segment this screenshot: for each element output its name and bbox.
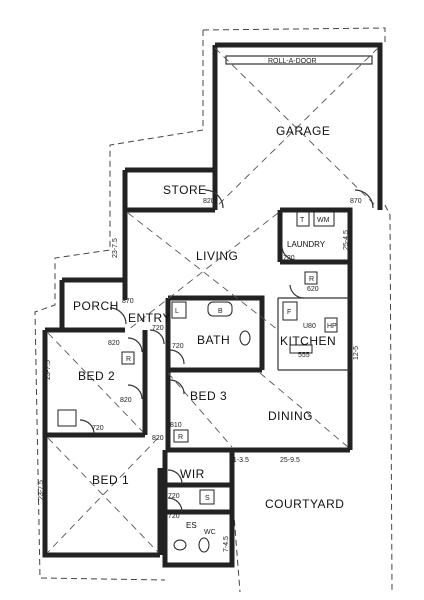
bed3-door-swing <box>169 379 185 395</box>
roll-door-strip <box>225 55 373 65</box>
room-label-kitchen: KITCHEN <box>280 334 336 348</box>
door-label-wir: 720 <box>168 493 180 500</box>
label-t: T <box>300 217 305 224</box>
room-label-store: STORE <box>163 183 207 197</box>
label-hp: HP <box>327 323 337 330</box>
label-s: S <box>205 495 210 502</box>
label-pantry-r: R <box>309 276 314 283</box>
door-label-bath: 720 <box>172 343 184 350</box>
door-label-bed2-top: 820 <box>108 340 120 347</box>
dim-label-d5: 23-7.5 <box>38 480 45 500</box>
label-555: 555 <box>298 352 310 359</box>
label-f: F <box>287 309 291 316</box>
label-l: L <box>175 308 179 315</box>
dim-label-d4: 23-7.5 <box>45 360 52 380</box>
hotplate-icon <box>324 317 338 333</box>
laundry-tub-icon <box>296 211 310 227</box>
room-label-ensuite: ES <box>186 521 197 530</box>
laundry-door-swing <box>281 244 297 261</box>
room-labels: GARAGE STORE LIVING LAUNDRY PORCH ENTRY … <box>73 124 344 530</box>
label-bed2-r: R <box>126 356 131 363</box>
room-label-bed2: BED 2 <box>78 369 115 383</box>
toilet-icon <box>239 330 251 346</box>
bed2-robe-icon <box>121 351 135 365</box>
door-swings <box>79 189 374 513</box>
kitchen-door-swing <box>289 284 305 299</box>
room-label-laundry: LAUNDRY <box>287 240 326 249</box>
bed2-top-door-swing <box>127 337 143 353</box>
room-label-bed3: BED 3 <box>190 389 227 403</box>
label-wc: WC <box>204 529 216 536</box>
room-label-wir: WIR <box>180 467 205 481</box>
shower-icon <box>199 489 215 505</box>
door-label-bed2-bottom: 820 <box>120 397 132 404</box>
door-label-ensuite: 720 <box>168 513 180 520</box>
linen-cupboard-icon <box>171 301 187 319</box>
dim-label-d1: 23-7.5 <box>112 238 119 258</box>
store-door-swing <box>204 189 224 209</box>
ensuite-toilet-icon <box>198 537 210 553</box>
diagonal-marks <box>47 47 379 553</box>
label-roll-door: ROLL-A-DOOR <box>268 58 317 65</box>
ensuite-basin-icon <box>173 539 187 551</box>
sink-icon <box>289 344 313 354</box>
boundary-lines <box>34 27 393 593</box>
door-label-store: 820 <box>203 198 215 205</box>
dim-label-d6: 21-3.5 <box>229 457 249 464</box>
label-wm: WM <box>317 217 330 224</box>
dim-label-d2: 25-4.5 <box>343 230 350 250</box>
bathtub-icon <box>207 301 233 317</box>
bath-door-swing <box>169 349 185 365</box>
door-width-labels: 820 870 720 620 870 720 820 820 720 810 … <box>92 198 362 520</box>
dim-label-d7: 25-9.5 <box>280 457 300 464</box>
bed2-bottom-door-swing <box>127 384 143 400</box>
bed1-robe-door-swing <box>79 419 95 435</box>
door-label-entry: 720 <box>152 325 164 332</box>
ensuite-door-swing <box>167 497 183 513</box>
label-b: B <box>218 308 223 315</box>
door-label-bed3: 810 <box>170 422 182 429</box>
fixture-labels: ROLL-A-DOOR T WM B F R R R S WC L HP U80… <box>126 58 337 536</box>
room-label-entry: ENTRY <box>128 311 171 325</box>
room-label-porch: PORCH <box>73 299 119 313</box>
room-label-courtyard: COURTYARD <box>265 497 344 511</box>
label-bed3-r: R <box>178 434 183 441</box>
dim-label-d3: 12-5 <box>353 346 360 360</box>
door-label-bed3-lower: 820 <box>152 435 164 442</box>
dim-label-d8: 7-4.5 <box>223 536 230 552</box>
room-label-bed1: BED 1 <box>92 473 129 487</box>
door-label-porch: 870 <box>122 298 134 305</box>
door-label-kitchen: 620 <box>307 286 319 293</box>
garage-side-door-swing <box>354 189 374 209</box>
door-label-garage-side: 870 <box>350 198 362 205</box>
fixtures <box>57 55 373 553</box>
bed3-robe-icon <box>173 429 189 443</box>
room-label-living: LIVING <box>196 249 238 263</box>
walls <box>42 42 383 568</box>
room-label-garage: GARAGE <box>276 124 330 138</box>
pantry-icon <box>304 271 318 285</box>
room-label-dining: DINING <box>268 409 313 423</box>
label-u80: U80 <box>303 323 316 330</box>
entry-door-swing <box>149 329 165 345</box>
door-label-laundry: 720 <box>283 255 295 262</box>
bed1-basin-icon <box>57 409 77 427</box>
fridge-icon <box>282 301 298 321</box>
door-label-bed1-robe: 720 <box>92 425 104 432</box>
wir-door-swing <box>167 469 183 485</box>
dimension-labels: 23-7.5 25-4.5 12-5 23-7.5 23-7.5 21-3.5 … <box>38 230 360 552</box>
washing-machine-icon <box>313 211 335 227</box>
room-label-bath: BATH <box>197 333 230 347</box>
porch-door-swing <box>109 307 127 325</box>
